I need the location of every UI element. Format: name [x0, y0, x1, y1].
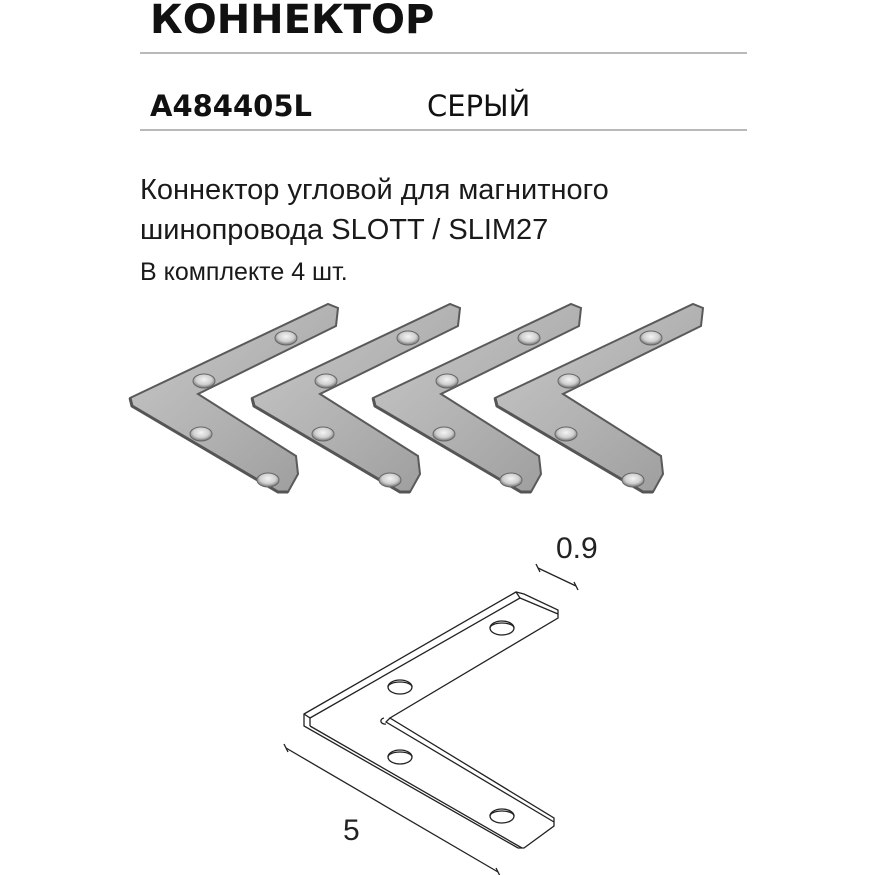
thickness-dimension-label: 0.9 [556, 532, 598, 565]
divider-bottom [140, 129, 747, 131]
article-code: A484405L [150, 89, 312, 123]
package-contents: В комплекте 4 шт. [140, 258, 348, 286]
product-description: Коннектор угловой для магнитного шинопро… [140, 170, 609, 250]
product-title: КОННЕКТОР [150, 0, 435, 43]
color-label: СЕРЫЙ [427, 89, 531, 123]
divider-top [140, 52, 747, 54]
technical-drawing [283, 563, 579, 875]
connectors-photo [128, 302, 705, 494]
description-line-1: Коннектор угловой для магнитного [140, 174, 609, 206]
length-dimension-label: 5 [343, 814, 360, 847]
description-line-2: шинопровода SLOTT / SLIM27 [140, 214, 549, 246]
